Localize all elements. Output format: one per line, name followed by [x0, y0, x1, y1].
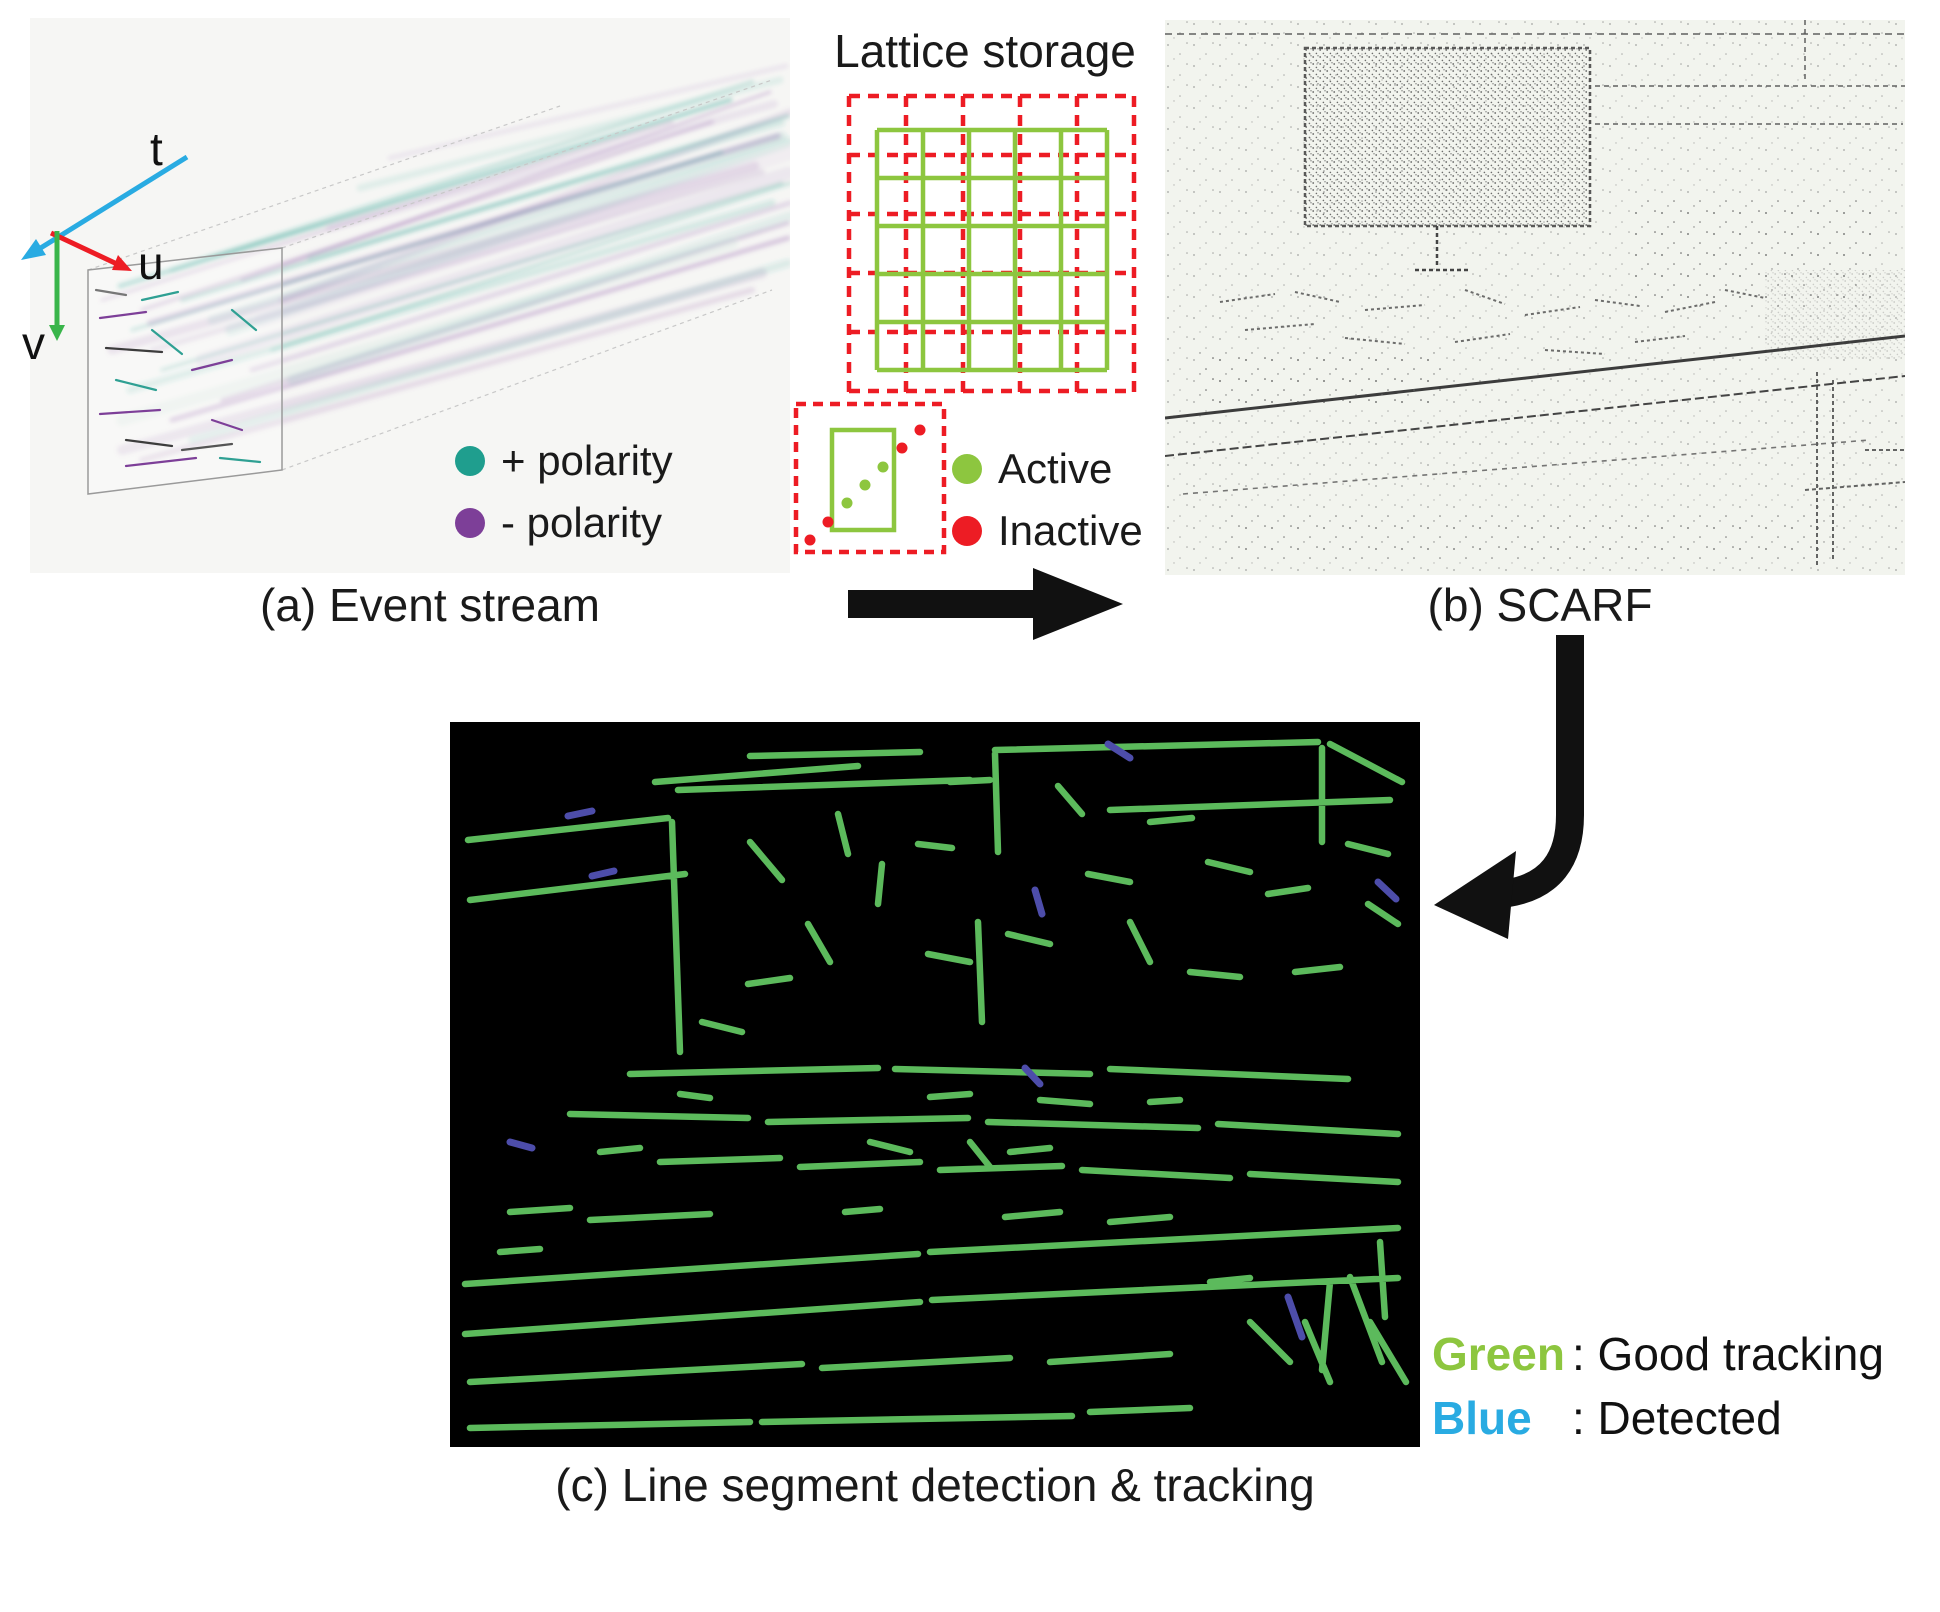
line-segment-image	[450, 722, 1420, 1447]
detected-lines	[506, 740, 1400, 1341]
scarf-panel	[1165, 20, 1905, 575]
lattice-grid	[845, 92, 1140, 397]
lattice-grid-icon	[846, 93, 1137, 394]
negative-polarity-label: - polarity	[501, 499, 663, 546]
axis-label-u: u	[138, 237, 164, 289]
lattice-title: Lattice storage	[834, 25, 1136, 77]
axes-arrows	[15, 135, 225, 355]
lattice-legend-inactive: Inactive	[952, 500, 1143, 562]
active-label: Active	[998, 445, 1113, 492]
polarity-legend-negative: - polarity	[455, 492, 673, 554]
axis-label-v: v	[22, 317, 45, 369]
blue-legend-desc: : Detected	[1572, 1392, 1782, 1444]
event-stream-caption: (a) Event stream	[260, 579, 600, 631]
event-stream-panel	[30, 18, 790, 573]
blue-legend-name: Blue	[1432, 1392, 1532, 1444]
lattice-legend: Active Inactive	[952, 438, 1143, 562]
polarity-legend: + polarity - polarity	[455, 430, 673, 554]
flow-arrow-right	[843, 560, 1133, 650]
active-dot-icon	[952, 454, 982, 484]
event-stream-visualization	[30, 18, 790, 573]
positive-polarity-label: + polarity	[501, 437, 673, 484]
tracking-legend-blue: Blue : Detected	[1432, 1386, 1884, 1450]
inactive-dot-icon	[952, 516, 982, 546]
positive-polarity-dot-icon	[455, 446, 485, 476]
polarity-legend-positive: + polarity	[455, 430, 673, 492]
flow-arrow-down	[1420, 635, 1620, 945]
lattice-legend-active: Active	[952, 438, 1143, 500]
inactive-label: Inactive	[998, 507, 1143, 554]
image-plane-scribbles	[94, 288, 262, 468]
line-segment-panel	[450, 722, 1420, 1447]
green-legend-desc: : Good tracking	[1572, 1328, 1884, 1380]
axis-label-t: t	[150, 123, 163, 175]
curved-arrow-icon	[1434, 635, 1584, 939]
axes-arrows-icon	[21, 154, 189, 341]
scarf-image	[1165, 20, 1905, 575]
tracking-legend: Green : Good tracking Blue : Detected	[1432, 1322, 1884, 1450]
lattice-cell-icon	[790, 398, 950, 558]
tracking-legend-green: Green : Good tracking	[1432, 1322, 1884, 1386]
line-segment-caption: (c) Line segment detection & tracking	[555, 1459, 1315, 1511]
scarf-caption: (b) SCARF	[1427, 579, 1653, 631]
negative-polarity-dot-icon	[455, 508, 485, 538]
arrow-right-icon	[848, 568, 1123, 640]
green-legend-name: Green	[1432, 1328, 1565, 1380]
tracked-lines	[461, 738, 1410, 1432]
cell-events-icon	[793, 401, 947, 555]
